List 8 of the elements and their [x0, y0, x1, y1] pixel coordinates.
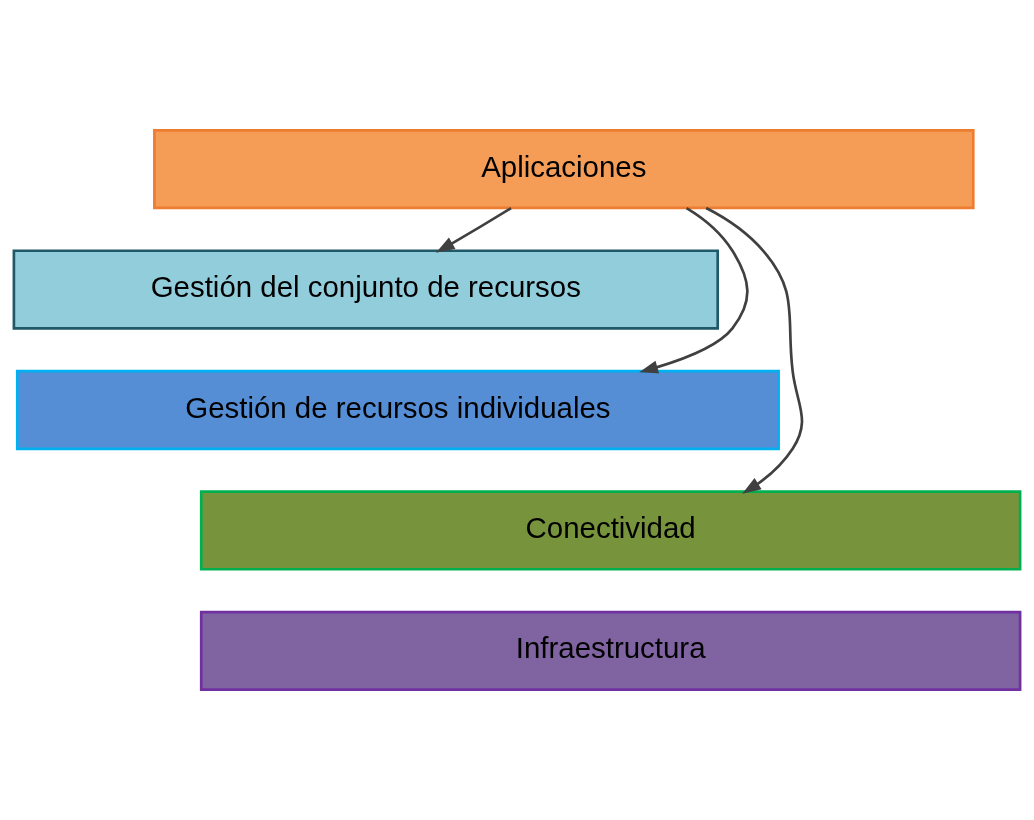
node-box: Gestión de recursos individuales [15, 369, 780, 451]
node-box: Infraestructura [199, 610, 1022, 691]
arrow [705, 206, 804, 494]
node-box: Conectividad [199, 490, 1022, 571]
arrow [435, 206, 512, 253]
arrow [639, 207, 749, 374]
node-box: Aplicaciones [153, 129, 975, 210]
node-box: Gestión del conjunto de recursos [12, 249, 720, 330]
